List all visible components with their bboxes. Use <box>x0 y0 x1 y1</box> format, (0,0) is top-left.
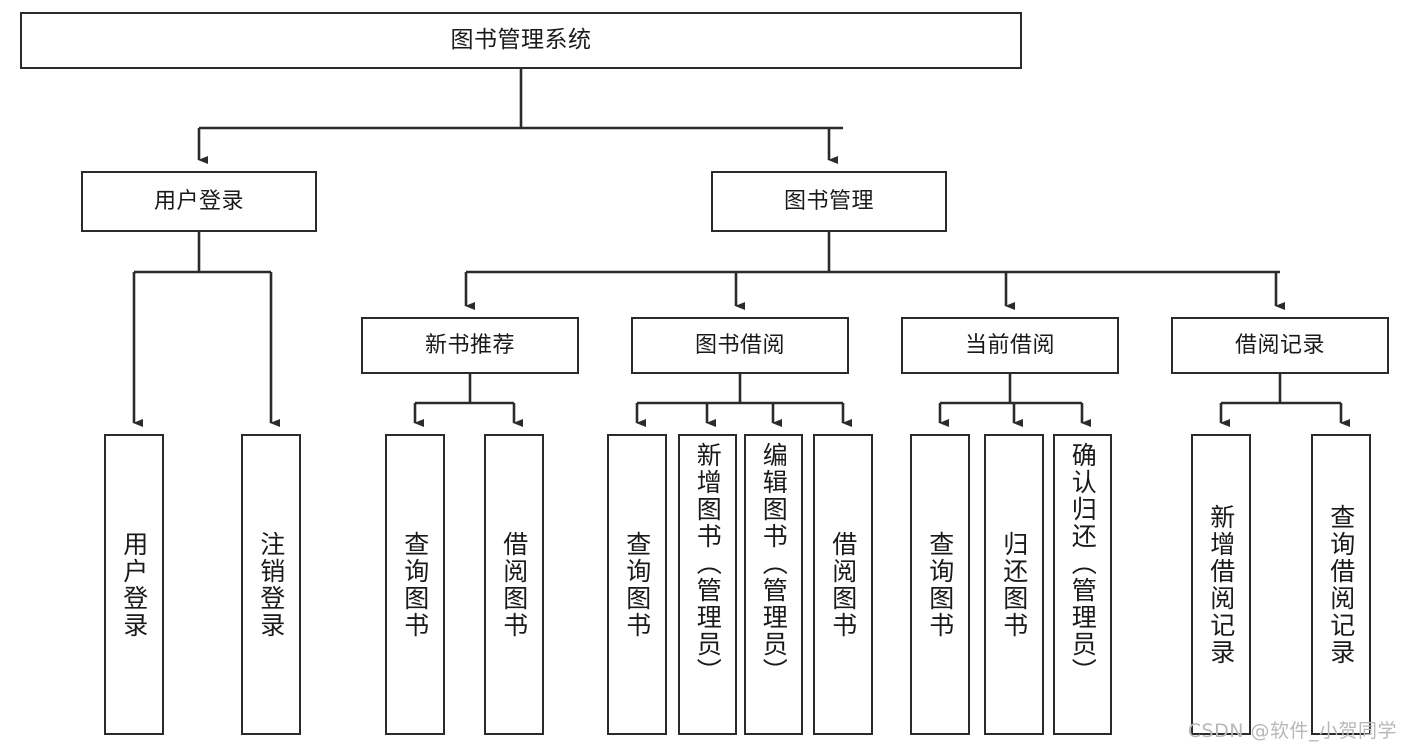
node-label: 用户登录 <box>119 530 149 639</box>
leaf-return-book[interactable]: 归还图书 <box>984 434 1044 735</box>
node-current-borrow[interactable]: 当前借阅 <box>901 317 1119 374</box>
node-label: 查询图书 <box>925 530 955 639</box>
node-label: 新增借阅记录 <box>1206 503 1236 666</box>
node-label: 编辑图书（管理员） <box>759 442 789 685</box>
node-label: 借阅记录 <box>1234 332 1325 358</box>
node-new-book-rec[interactable]: 新书推荐 <box>361 317 579 374</box>
leaf-add-borrow-record[interactable]: 新增借阅记录 <box>1191 434 1251 735</box>
node-label: 新书推荐 <box>424 332 515 358</box>
node-label: 确认归还（管理员） <box>1068 442 1098 685</box>
node-label: 图书借阅 <box>694 332 785 358</box>
node-book-borrow[interactable]: 图书借阅 <box>631 317 849 374</box>
leaf-logout[interactable]: 注销登录 <box>241 434 301 735</box>
node-label: 当前借阅 <box>964 332 1055 358</box>
node-book-manage[interactable]: 图书管理 <box>711 171 947 232</box>
node-label: 借阅图书 <box>828 530 858 639</box>
node-label: 借阅图书 <box>499 530 529 639</box>
leaf-edit-book-admin[interactable]: 编辑图书（管理员） <box>744 434 803 735</box>
node-label: 图书管理 <box>783 188 874 214</box>
node-user-login[interactable]: 用户登录 <box>81 171 317 232</box>
node-borrow-record[interactable]: 借阅记录 <box>1171 317 1389 374</box>
leaf-query-book-current[interactable]: 查询图书 <box>910 434 970 735</box>
leaf-borrow-book-borrow[interactable]: 借阅图书 <box>813 434 873 735</box>
node-label: 用户登录 <box>153 188 244 214</box>
node-label: 查询图书 <box>400 530 430 639</box>
node-label: 新增图书（管理员） <box>693 442 723 685</box>
node-label: 查询借阅记录 <box>1326 503 1356 666</box>
leaf-query-book-new-rec[interactable]: 查询图书 <box>385 434 445 735</box>
node-label: 归还图书 <box>999 530 1029 639</box>
leaf-borrow-book-new-rec[interactable]: 借阅图书 <box>484 434 544 735</box>
node-label: 查询图书 <box>622 530 652 639</box>
node-label: 图书管理系统 <box>450 27 592 54</box>
leaf-query-borrow-record[interactable]: 查询借阅记录 <box>1311 434 1371 735</box>
leaf-confirm-return-admin[interactable]: 确认归还（管理员） <box>1053 434 1112 735</box>
leaf-query-book-borrow[interactable]: 查询图书 <box>607 434 667 735</box>
node-label: 注销登录 <box>256 530 286 639</box>
leaf-add-book-admin[interactable]: 新增图书（管理员） <box>678 434 737 735</box>
leaf-user-login[interactable]: 用户登录 <box>104 434 164 735</box>
node-root-system[interactable]: 图书管理系统 <box>20 12 1022 69</box>
